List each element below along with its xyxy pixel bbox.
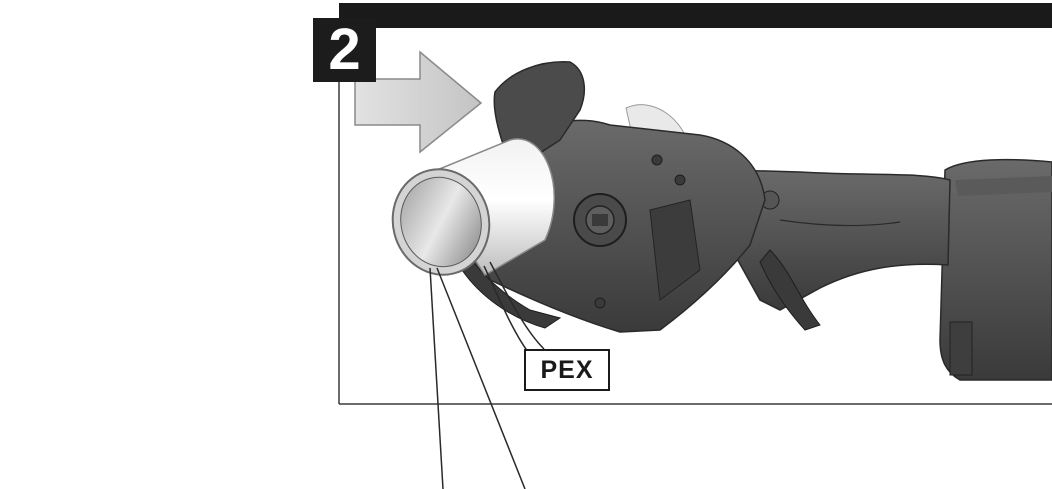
illustration-frame xyxy=(338,28,1052,405)
step-number-badge: 2 xyxy=(313,18,376,82)
pex-pipe xyxy=(391,138,555,277)
header-bar xyxy=(339,3,1052,28)
pex-callout-label: PEX xyxy=(524,349,610,391)
trigger xyxy=(759,249,821,331)
callout-leaders xyxy=(429,261,545,489)
pipe-bore xyxy=(400,176,482,268)
pipe-cutter-tool xyxy=(454,61,1052,381)
push-arrow-icon xyxy=(354,50,483,154)
